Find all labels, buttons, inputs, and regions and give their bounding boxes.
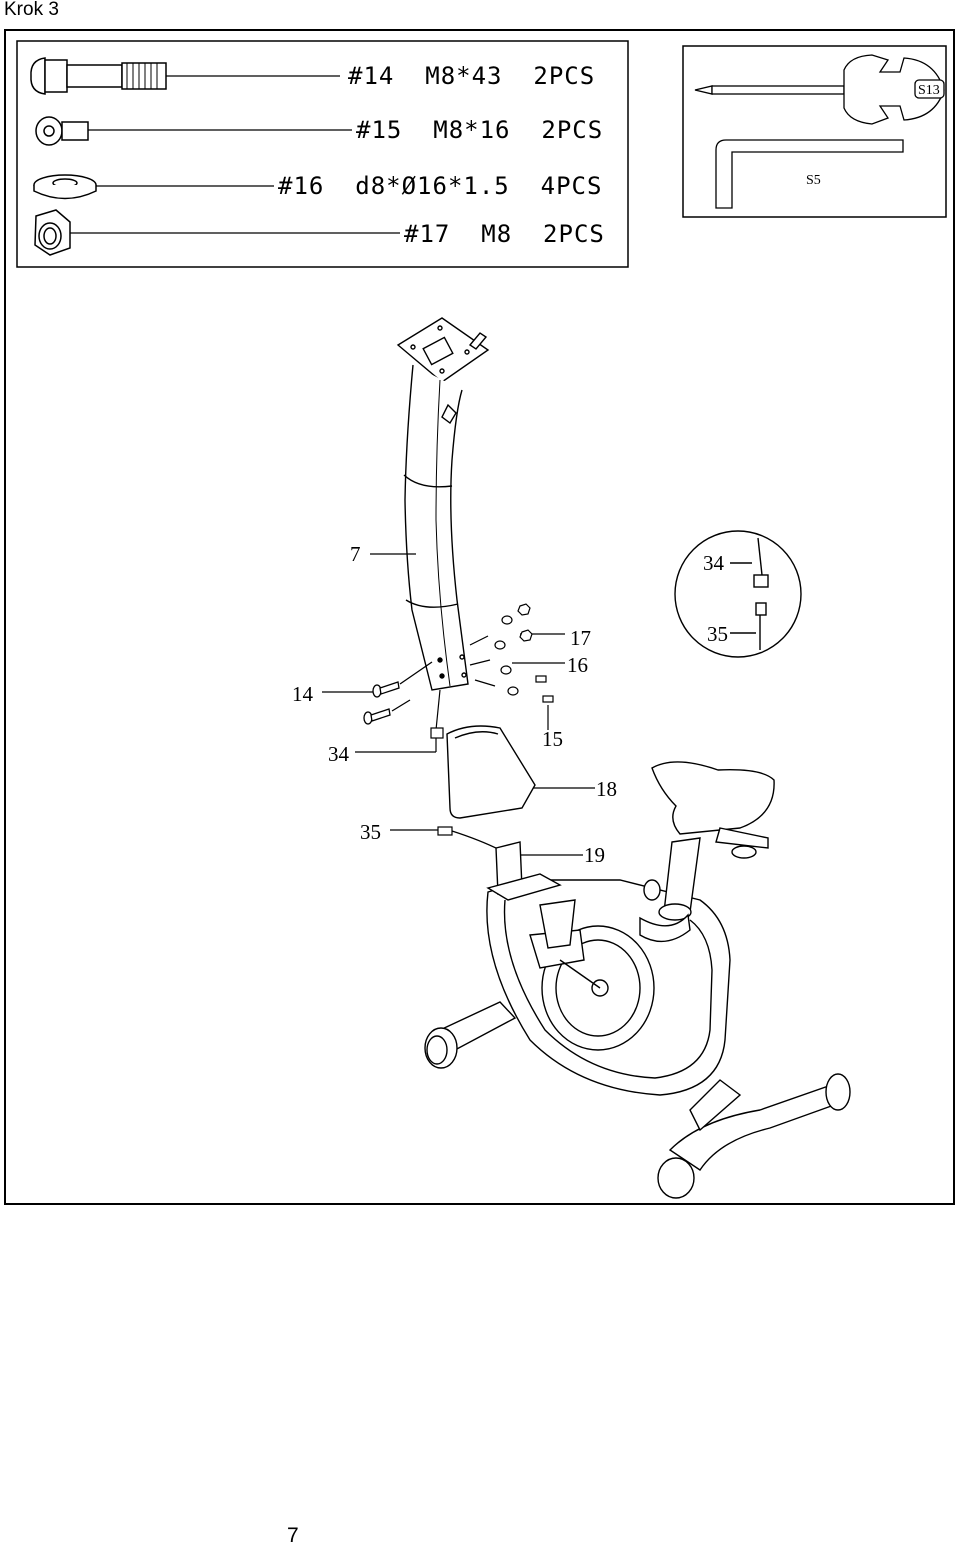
bolt-14-parts-icon (363, 661, 433, 725)
bolt-15-icon (35, 116, 89, 146)
wrench-size-label: S13 (918, 83, 940, 98)
detail-callout-34: 34 (703, 551, 725, 575)
washer-16-icon (33, 174, 97, 200)
exercise-bike-icon (424, 761, 851, 1199)
callout-leaders (322, 553, 595, 856)
hardware-label-14: #14 M8*43 2PCS (348, 62, 595, 90)
callout-34: 34 (328, 742, 350, 766)
hardware-box: #14 M8*43 2PCS #15 M8*16 2PCS #16 d8*Ø16… (16, 40, 629, 268)
callout-35: 35 (360, 820, 381, 844)
bolt-14-icon (30, 57, 167, 95)
allen-key-icon (715, 139, 904, 209)
hardware-label-15: #15 M8*16 2PCS (356, 116, 603, 144)
figure-frame (4, 29, 955, 1205)
fastener-parts-icon (469, 603, 554, 703)
hardware-label-17: #17 M8 2PCS (404, 220, 605, 248)
nut-17-icon (34, 209, 71, 256)
shroud-18-icon (446, 725, 536, 819)
callout-16: 16 (567, 653, 588, 677)
tools-box: S13 S5 (682, 45, 947, 218)
callout-14: 14 (292, 682, 314, 706)
callout-17: 17 (570, 626, 591, 650)
page-heading: Krok 3 (4, 0, 59, 20)
hardware-label-16: #16 d8*Ø16*1.5 4PCS (278, 172, 602, 200)
console-mast-icon (396, 317, 490, 731)
callout-19: 19 (584, 843, 605, 867)
allen-key-size-label: S5 (806, 173, 821, 188)
callout-7: 7 (350, 542, 361, 566)
callout-18: 18 (596, 777, 617, 801)
wrench-screwdriver-icon (694, 54, 945, 125)
detail-callout-35: 35 (707, 622, 728, 646)
page-number: 7 (287, 1524, 299, 1547)
connector-detail-icon (674, 530, 802, 658)
callout-15: 15 (542, 727, 563, 751)
